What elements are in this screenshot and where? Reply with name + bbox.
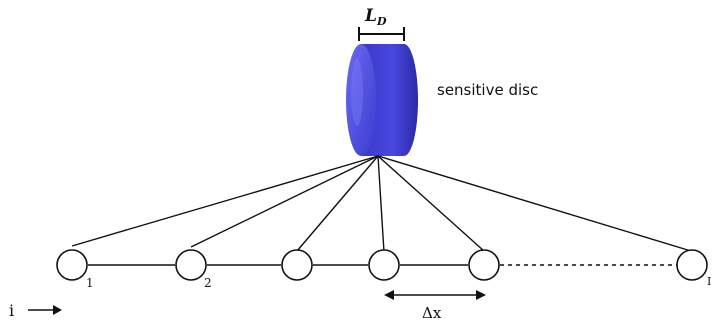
nodes: [56, 249, 708, 281]
node: [281, 249, 313, 281]
connection-line: [377, 155, 385, 253]
node: [676, 249, 708, 281]
node: [56, 249, 88, 281]
connection-line: [296, 155, 379, 252]
disc-body: [361, 44, 418, 156]
disc-width-subscript: D: [376, 15, 387, 28]
node-last-label: I: [707, 275, 711, 288]
spacing-label: Δx: [422, 304, 442, 322]
node: [368, 249, 400, 281]
connection-line: [377, 155, 485, 252]
node: [468, 249, 500, 281]
connection-line: [377, 155, 692, 252]
connection-line: [190, 155, 379, 248]
spacing-arrow: [384, 290, 486, 300]
disc-name-label: sensitive disc: [437, 81, 538, 99]
disc-face: [346, 44, 376, 156]
node-1-label: 1: [86, 276, 94, 290]
disc-width-label: LD: [364, 6, 387, 28]
disc-face-highlight: [351, 58, 363, 126]
connection-line: [71, 155, 379, 247]
index-label: i: [9, 301, 14, 320]
node-2-label: 2: [204, 276, 212, 290]
sensitive-disc: [346, 44, 418, 156]
disc-width-bracket: [358, 27, 405, 41]
node: [175, 249, 207, 281]
connection-lines: [71, 155, 692, 253]
index-arrow: [28, 305, 62, 315]
